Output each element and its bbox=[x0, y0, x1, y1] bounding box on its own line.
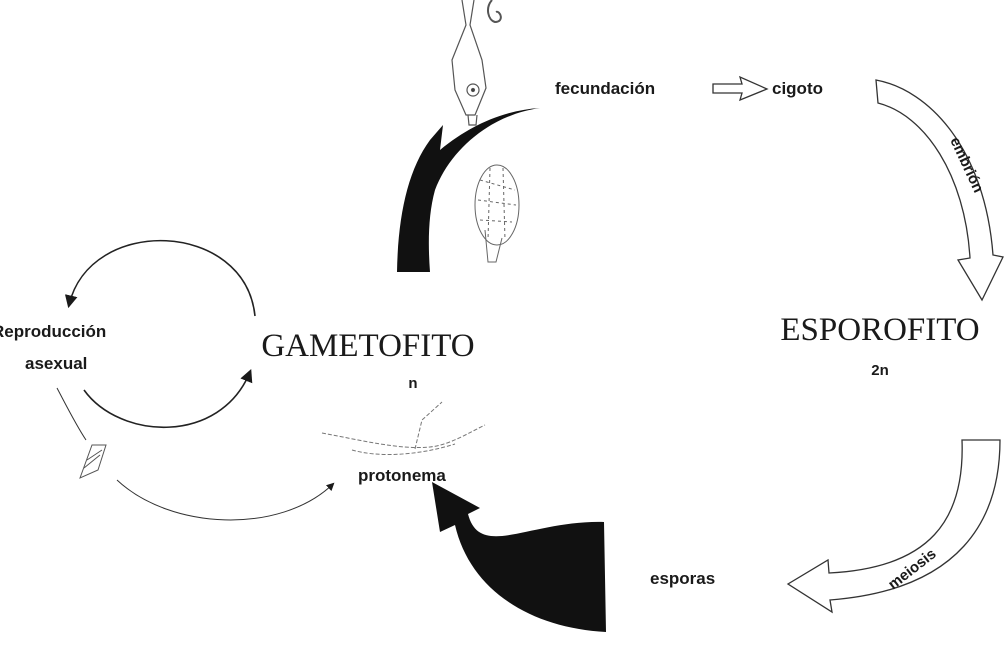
label-asexual: asexual bbox=[25, 354, 87, 373]
spore-to-protonema-arrow bbox=[432, 482, 606, 632]
fecundation-arrow-icon bbox=[712, 75, 769, 102]
label-reproduccion: Reproducción bbox=[0, 322, 106, 341]
archegonium-illustration bbox=[451, 0, 502, 126]
connector-line bbox=[56, 387, 87, 441]
title-gametofito: GAMETOFITO bbox=[261, 328, 474, 364]
label-cigoto: cigoto bbox=[772, 79, 823, 98]
label-esporas: esporas bbox=[650, 569, 715, 588]
ploidy-gametofito: n bbox=[408, 375, 417, 392]
antheridium-illustration bbox=[474, 164, 520, 263]
propagule-to-protonema-arrow bbox=[116, 479, 335, 521]
meiosis-arrow-icon bbox=[786, 439, 1001, 614]
gametangia-stem-shape bbox=[397, 108, 540, 272]
asexual-upper-arrow bbox=[64, 239, 256, 317]
title-esporofito: ESPOROFITO bbox=[780, 312, 979, 348]
propagule-illustration bbox=[79, 444, 107, 479]
ploidy-esporofito: 2n bbox=[871, 362, 889, 379]
embryo-arrow-icon bbox=[875, 79, 1004, 302]
label-protonema: protonema bbox=[358, 466, 446, 485]
label-fecundacion: fecundación bbox=[555, 79, 655, 98]
protonema-illustration bbox=[321, 401, 486, 456]
asexual-lower-arrow bbox=[83, 369, 253, 428]
